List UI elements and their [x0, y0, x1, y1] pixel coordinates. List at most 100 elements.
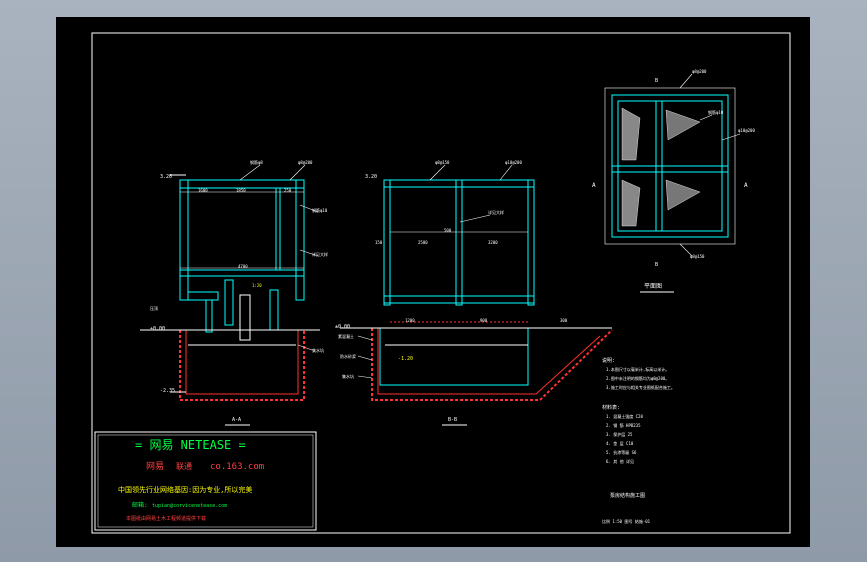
stamp-email-label: 邮箱:: [132, 501, 148, 509]
bb-level-ground: ±0.00: [335, 324, 350, 330]
bb-callout-4: 素混凝土: [338, 333, 354, 339]
plan-hatch-4: [665, 179, 701, 211]
bb-right-wall: [527, 179, 535, 306]
plan-section-mark-bottom: B: [655, 262, 658, 268]
aa-callout-4: 详见大样: [312, 251, 328, 257]
caption-1: 泵房结构施工图: [610, 492, 645, 499]
plan-section-mark-top: B: [655, 78, 658, 84]
material-4: 4. 垫 层 C10: [606, 440, 634, 446]
bb-leader1: [429, 164, 446, 181]
bb-callout-5: 防水砂浆: [340, 353, 356, 359]
stamp-inner-border: [97, 434, 314, 528]
bb-dim-500: 500: [444, 228, 452, 233]
bb-callout-3: 详见大样: [488, 209, 504, 215]
bb-callout-2: φ10@200: [505, 160, 522, 165]
stamp-email: tupian@corvicenetease.com: [152, 503, 227, 509]
stamp-url: co.163.com: [210, 462, 264, 472]
plan-section-mark-left: A: [592, 182, 596, 189]
material-6: 6. 其 他 详见: [606, 458, 634, 464]
aa-leader5: [297, 344, 313, 351]
material-3: 3. 保护层 25: [606, 431, 633, 437]
bb-leader5: [357, 355, 373, 361]
aa-floor-slab: [179, 269, 305, 277]
plan-leader1: [679, 73, 693, 89]
notes-block: 说明: 1.本图尺寸以毫米计,标高以米计。 2.图中未注明的钢筋均为φ8@200…: [602, 357, 675, 524]
aa-right-wall: [295, 179, 305, 301]
stamp-sub-mid: 联通: [176, 461, 192, 471]
aa-dim-1850: 1850: [236, 188, 246, 193]
bb-callout-6: 集水坑: [342, 373, 354, 379]
bb-dim-150: 150: [375, 240, 383, 245]
aa-roof-slab: [179, 179, 305, 189]
bb-dim-300: 300: [560, 318, 568, 323]
bb-level-top: 3.20: [365, 174, 377, 180]
aa-dim-4700: 4700: [238, 264, 248, 269]
aa-level-top: 3.20: [160, 174, 172, 180]
bb-left-wall: [383, 179, 391, 306]
plan-leader3: [721, 133, 741, 141]
aa-level-bottom: -2.35: [160, 388, 175, 394]
bb-tank: [379, 328, 529, 386]
aa-inner-wall: [269, 289, 279, 331]
plan-callout-4: φ8@150: [690, 254, 705, 259]
material-heading: 材料表:: [602, 404, 620, 411]
aa-rebar-inner: [185, 330, 299, 395]
plan-section-mark-right: A: [744, 182, 748, 189]
aa-leader4: [299, 249, 319, 257]
plan-callout-1: φ8@200: [692, 69, 707, 74]
bb-dim-900: 900: [480, 318, 488, 323]
section-aa: 3.20 ±0.00 -2.35 1600 1850 250 4700 1:20…: [140, 159, 328, 426]
sheet-inner-border: [91, 32, 791, 534]
plan-outer: [604, 87, 736, 245]
bb-level-water: -1.20: [398, 356, 413, 362]
stamp-slogan: 中国领先行业网络基因:因为专业,所以完美: [118, 485, 252, 494]
plan-view: A A B B φ8@200 钢筋φ10 φ10@200 φ8@150 平面图: [592, 69, 755, 293]
aa-callout-3: 钢筋φ10: [312, 207, 328, 213]
plan-callout-2: 钢筋φ10: [708, 109, 724, 115]
plan-hatch-2: [665, 109, 701, 141]
aa-dim-1600: 1600: [198, 188, 208, 193]
material-2: 2. 钢 筋 HPB235: [606, 422, 641, 428]
aa-rebar-box: [179, 330, 305, 401]
notes-line2: 2.图中未注明的钢筋均为φ8@200。: [606, 375, 669, 381]
bb-floor: [383, 295, 535, 304]
bb-section-label: B-B: [448, 417, 457, 423]
bb-rebar-outer: [371, 328, 613, 401]
plan-label: 平面图: [644, 283, 662, 290]
aa-leader2: [289, 164, 306, 181]
material-1: 1. 混凝土强度 C20: [606, 413, 643, 419]
plan-leader2: [699, 114, 713, 121]
notes-line3: 3.施工时应与相关专业图纸配合施工。: [606, 384, 675, 390]
aa-dim-250: 250: [284, 188, 292, 193]
plan-hatch-1: [621, 107, 641, 161]
bb-dim-2500: 2500: [418, 240, 428, 245]
aa-callout-2: φ8@200: [298, 160, 313, 165]
notes-heading: 说明:: [602, 357, 615, 364]
aa-inner-wall2: [205, 299, 213, 333]
bb-leader3: [459, 214, 491, 223]
aa-pipe: [239, 294, 251, 341]
stamp-border: [94, 431, 317, 531]
aa-section-label: A-A: [232, 417, 241, 423]
bb-callout-1: φ8@150: [435, 160, 450, 165]
stamp-sub-left: 网易: [146, 461, 164, 472]
plan-hatch-3: [621, 179, 641, 227]
caption-2: 比例 1:50 图号 结施-01: [602, 518, 651, 524]
bb-rebar-inner: [377, 328, 601, 395]
plan-callout-3: φ10@200: [738, 128, 755, 133]
notes-line1: 1.本图尺寸以毫米计,标高以米计。: [606, 366, 669, 372]
aa-left-wall: [179, 179, 189, 301]
bb-leader2: [499, 164, 513, 181]
section-bb: 3.20 ±0.00 -1.20 2500 3200 500 150 1200 …: [335, 160, 613, 426]
bb-leader4: [357, 335, 373, 341]
material-5: 5. 抗渗等级 S6: [606, 449, 637, 455]
plan-leader4: [679, 243, 693, 257]
aa-callout-5: 集水坑: [312, 347, 324, 353]
netease-stamp: = 网易 NETEASE = 网易 联通 co.163.com 中国领先行业网络…: [94, 431, 317, 531]
bb-dim-1200: 1200: [405, 318, 415, 323]
aa-pipe-col: [224, 279, 234, 326]
bb-mid-wall: [455, 179, 463, 306]
stamp-footer: 本图纸由网易土木工程频道提供下载: [126, 515, 206, 522]
